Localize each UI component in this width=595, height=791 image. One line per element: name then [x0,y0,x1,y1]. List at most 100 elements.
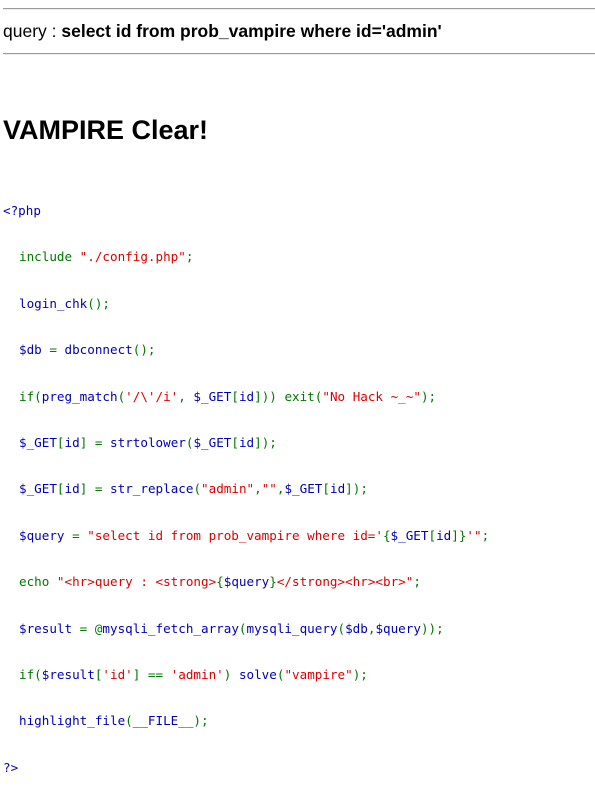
code-token: [ [231,388,239,404]
code-token: id [436,527,452,543]
code-token: ( [117,388,126,404]
code-token: ( [185,434,194,450]
code-token: $query [223,574,270,590]
code-token: "" [261,481,277,497]
code-line: $result = @mysqli_fetch_array(mysqli_que… [3,621,489,637]
code-token: "select id from prob_vampire where id=' [87,527,383,543]
code-token: ); [420,388,437,404]
code-token: ] = [79,434,111,450]
code-token: "No Hack ~_~" [322,388,421,404]
code-token: "admin" [201,481,255,497]
code-line: highlight_file(__FILE__); [3,713,489,729]
code-line: $db = dbconnect(); [3,342,489,358]
code-token: [ [428,527,437,543]
code-token: ( [238,620,247,636]
code-token: "<hr>query : <strong> [56,574,217,590]
code-token: $db [345,620,368,636]
code-token: $_GET [19,434,57,450]
code-token: , [276,481,285,497]
code-token: $query [19,527,73,543]
code-token: </strong><hr><br>" [276,574,414,590]
code-token: highlight_file [19,713,126,729]
code-token: solve [238,666,277,682]
code-line: if(preg_match('/\'/i', $_GET[id])) exit(… [3,389,489,405]
code-line: echo "<hr>query : <strong>{$query}</stro… [3,574,489,590]
code-token: } [269,574,277,590]
code-token: include [19,249,80,265]
code-token: if( [19,666,42,682]
source-code-block: <?php include "./config.php"; login_chk(… [3,173,489,791]
clear-message: VAMPIRE Clear! [3,115,209,145]
code-line: <?php [3,203,489,219]
code-token: ; [413,574,421,590]
code-token: id [238,388,255,404]
code-token: '/\'/i' [125,388,179,404]
code-token: strtolower [110,434,186,450]
code-token: [ [322,481,330,497]
code-token: ; [481,527,490,543]
code-token: id [329,481,346,497]
code-token: ]} [451,527,467,543]
code-token: login_chk [19,295,88,311]
code-line: $query = "select id from prob_vampire wh… [3,528,489,544]
code-token: 'id' [102,666,133,682]
code-token: id [64,434,80,450]
code-token: $_GET [390,527,429,543]
code-token: ]); [254,434,277,450]
code-line: ?> [3,760,489,776]
code-token: ( [337,620,346,636]
code-line: login_chk(); [3,296,489,312]
code-token: = [49,342,65,358]
code-token: [ [56,481,65,497]
code-token: , [254,481,262,497]
code-token: )); [420,620,444,636]
code-token: if( [19,388,42,404]
code-token: [ [94,666,103,682]
code-token: dbconnect [64,342,133,358]
code-token: ; [185,249,194,265]
bottom-divider [3,53,595,55]
query-text: select id from prob_vampire where id='ad… [61,21,442,41]
code-token: 'admin' [170,666,224,682]
code-token: id [238,434,255,450]
query-display: query : select id from prob_vampire wher… [3,20,442,42]
code-token: = [72,527,88,543]
code-token: ); [193,713,209,729]
code-token: __FILE__ [132,713,194,729]
code-token: = @ [79,620,103,636]
code-token: "vampire" [284,666,353,682]
code-token: $result [19,620,80,636]
code-token: , [178,388,194,404]
code-token: $result [41,666,95,682]
code-line: $_GET[id] = str_replace("admin","",$_GET… [3,481,489,497]
code-token: id [64,481,80,497]
top-divider [3,8,595,10]
code-token: ) [223,666,239,682]
code-token: mysqli_fetch_array [102,620,239,636]
code-token: [ [231,434,239,450]
code-token: { [382,527,391,543]
code-token: ); [352,666,368,682]
query-label: query : [3,21,62,41]
code-token: $query [375,620,421,636]
code-token: str_replace [110,481,194,497]
code-token: ] = [79,481,111,497]
code-token: mysqli_query [246,620,338,636]
code-token: ( [276,666,285,682]
code-token: (); [87,295,110,311]
code-line: if($result['id'] == 'admin') solve("vamp… [3,667,489,683]
code-token: <?php [3,203,41,218]
code-token: $_GET [284,481,323,497]
code-token: ?> [3,759,19,775]
code-token: ( [125,713,133,729]
code-token: ]); [345,481,368,497]
code-line: $_GET[id] = strtolower($_GET[id]); [3,435,489,451]
code-token: (); [132,342,156,358]
code-token: $_GET [193,434,232,450]
code-token: '" [466,527,482,543]
code-token: ] == [132,666,171,682]
code-token: $_GET [19,481,57,497]
code-token: $_GET [193,388,232,404]
code-token: ( [193,481,202,497]
code-token: , [367,620,376,636]
